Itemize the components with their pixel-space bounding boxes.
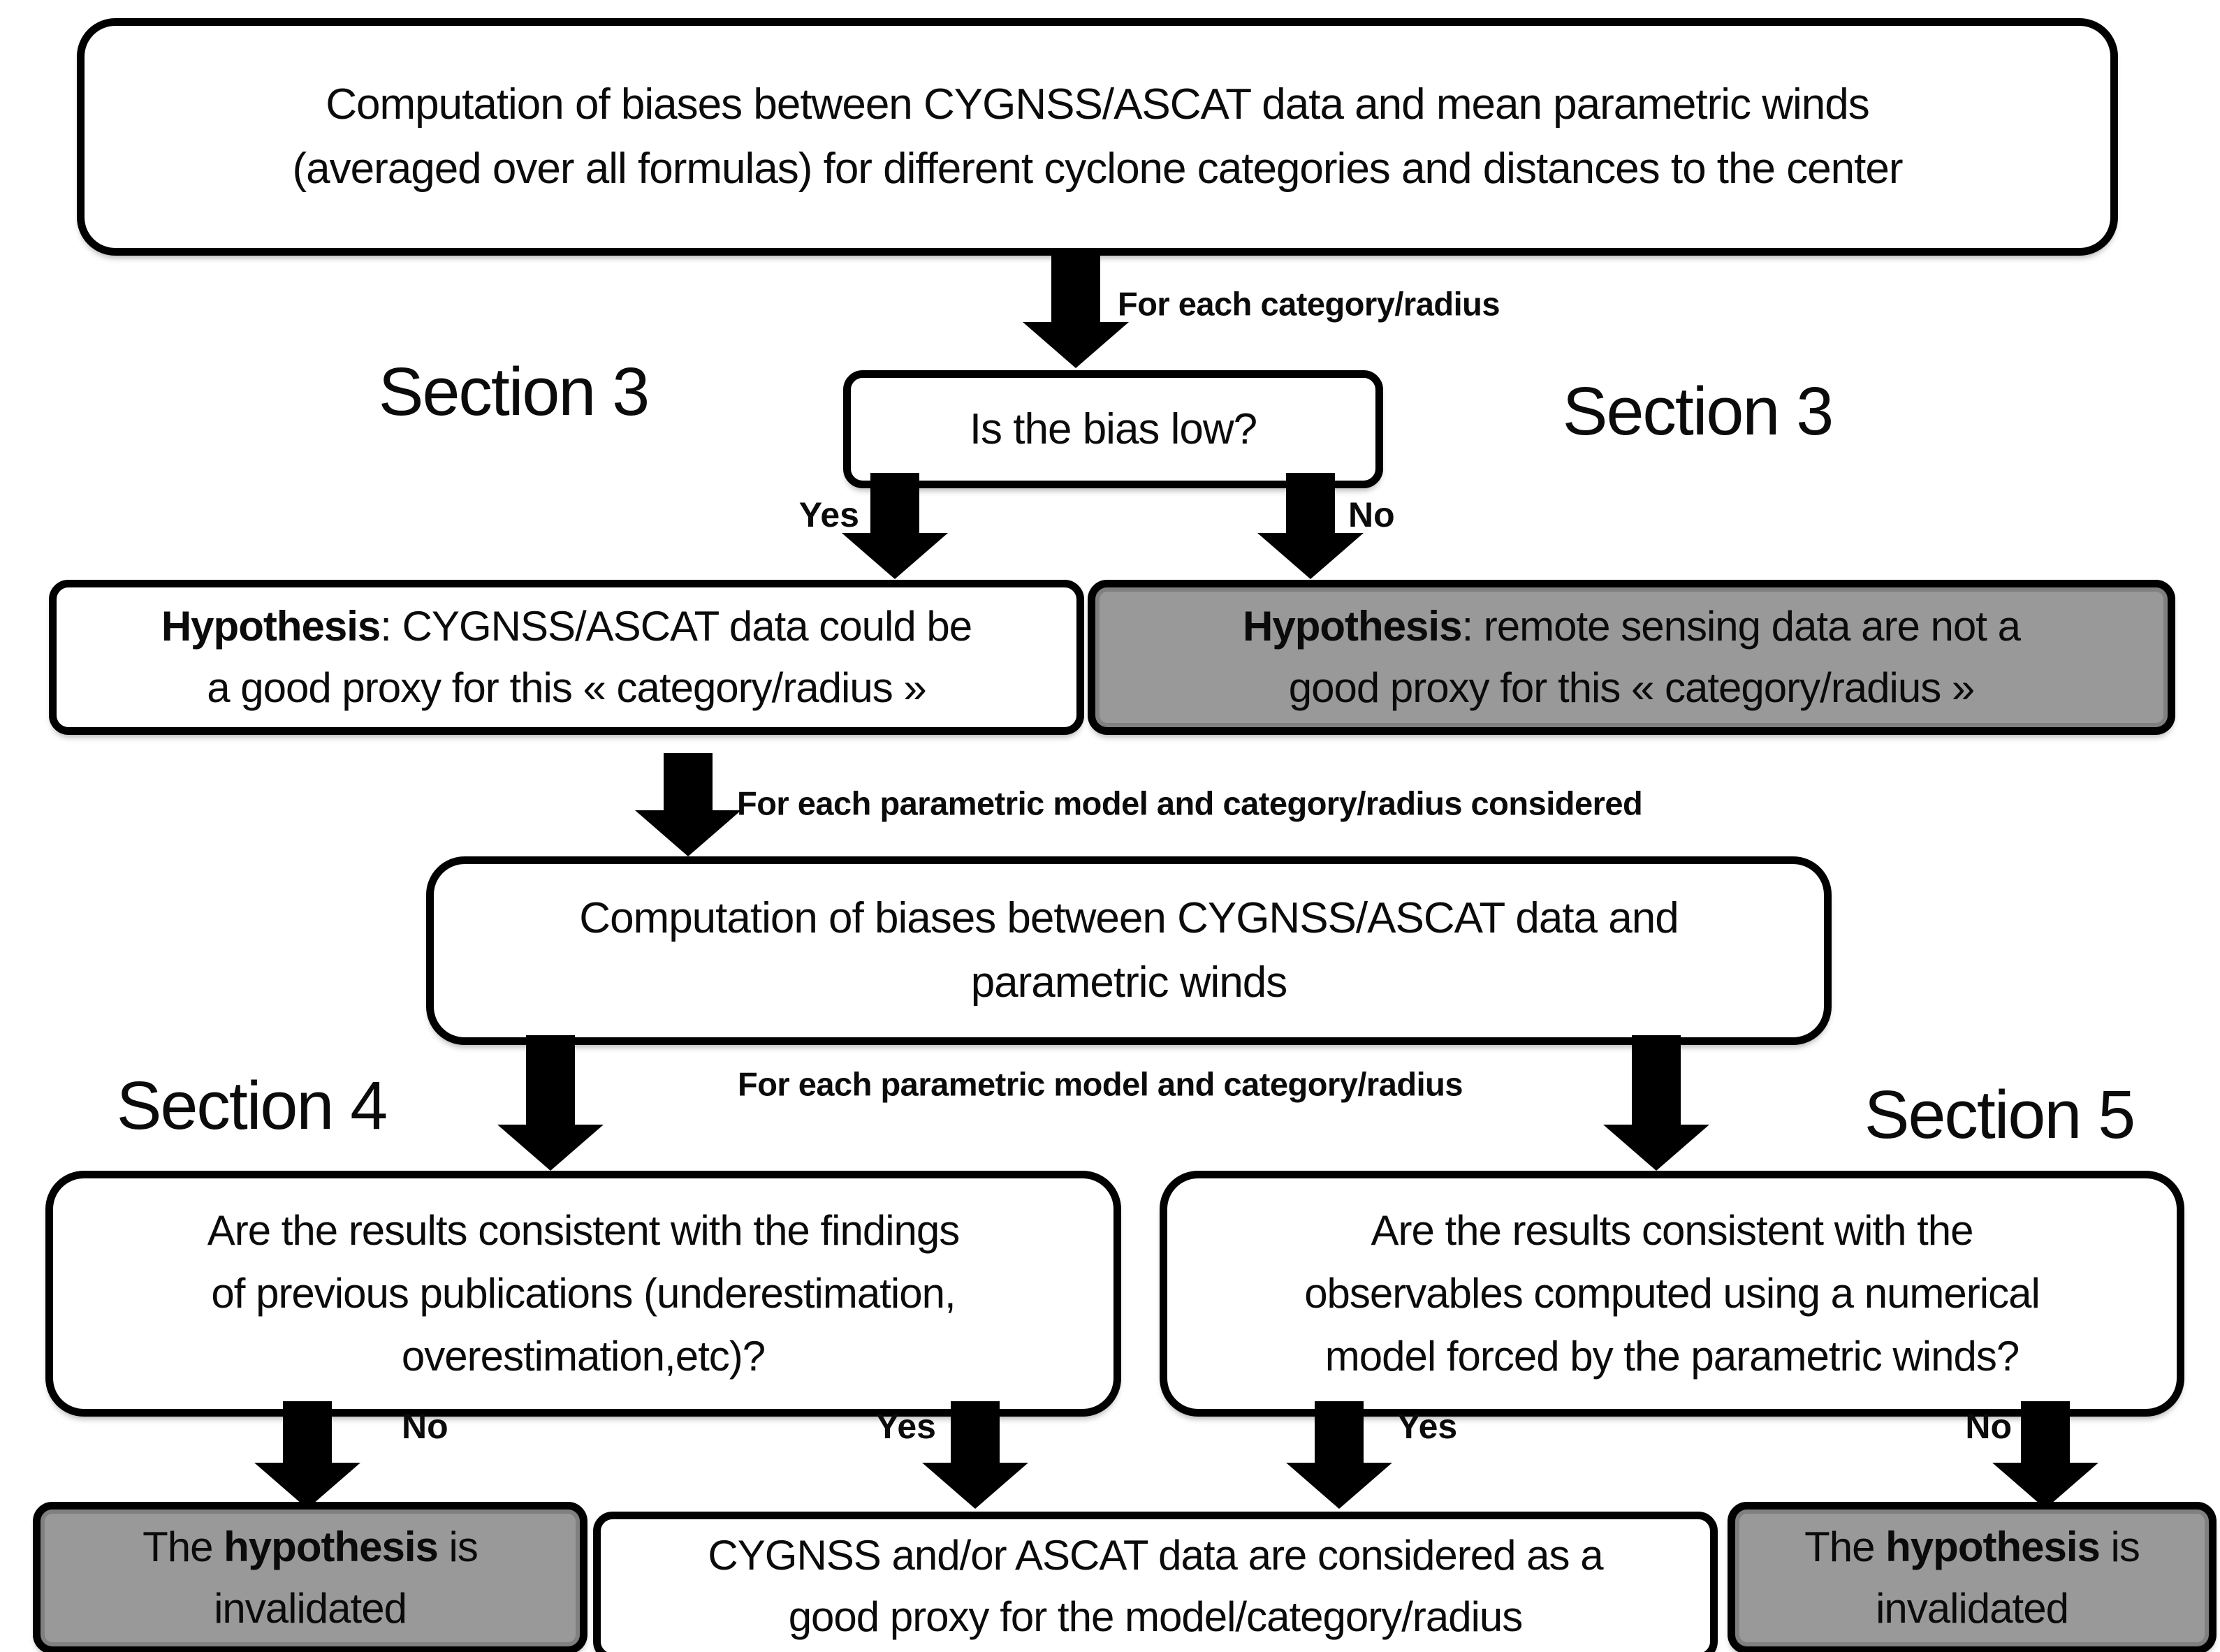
yes-branch-label: Yes xyxy=(875,1407,936,1446)
arrow-head xyxy=(922,1463,1028,1509)
down-arrow-icon xyxy=(1992,1401,2098,1509)
node-text-line: of previous publications (underestimatio… xyxy=(211,1270,956,1317)
arrow-head xyxy=(1286,1463,1392,1509)
node-bias-question: Is the bias low? xyxy=(843,370,1383,488)
yes-branch-label: Yes xyxy=(1397,1407,1458,1446)
node-text-line: overestimation,etc)? xyxy=(401,1333,766,1380)
down-arrow-icon xyxy=(254,1401,360,1509)
edge-label-for-each-model: For each parametric model and category/r… xyxy=(738,1065,1463,1103)
down-arrow-icon xyxy=(842,473,948,579)
arrow-head xyxy=(497,1125,604,1171)
node-text-rest: : CYGNSS/ASCAT data could be xyxy=(380,603,972,650)
arrow-shaft xyxy=(664,753,713,810)
down-arrow-icon xyxy=(497,1035,604,1171)
arrow-shaft xyxy=(1315,1401,1364,1463)
node-question-numerical-model: Are the results consistent with the obse… xyxy=(1160,1171,2184,1417)
node-question-publications: Are the results consistent with the find… xyxy=(45,1171,1121,1417)
node-hypothesis-invalidated-right: The hypothesis is invalidated xyxy=(1728,1502,2217,1652)
down-arrow-icon xyxy=(922,1401,1028,1509)
no-branch-label: No xyxy=(1965,1407,2012,1446)
arrow-head xyxy=(635,810,741,856)
node-text-line: Hypothesis: CYGNSS/ASCAT data could be xyxy=(57,596,1076,657)
node-text-line: The hypothesis is xyxy=(1735,1516,2209,1578)
node-text-line: Computation of biases between CYGNSS/ASC… xyxy=(326,80,1870,129)
down-arrow-icon xyxy=(1286,1401,1392,1509)
arrow-shaft xyxy=(870,473,919,533)
yes-branch-label: Yes xyxy=(798,495,859,534)
node-text-line: good proxy for this « category/radius » xyxy=(1288,664,1976,711)
arrow-shaft xyxy=(951,1401,1000,1463)
down-arrow-icon xyxy=(635,753,741,856)
node-text-line: model forced by the parametric winds? xyxy=(1324,1333,2020,1380)
node-text-line: (averaged over all formulas) for differe… xyxy=(292,145,1903,193)
arrow-shaft xyxy=(1286,473,1335,533)
no-branch-label: No xyxy=(402,1407,448,1446)
section-3-right-label: Section 3 xyxy=(1562,373,1834,449)
node-text-line: parametric winds xyxy=(970,958,1288,1007)
node-text-line: invalidated xyxy=(1876,1585,2069,1632)
arrow-head xyxy=(254,1463,360,1509)
arrow-head xyxy=(1257,533,1364,579)
node-text-post: is xyxy=(437,1523,479,1570)
down-arrow-icon xyxy=(1603,1035,1709,1171)
node-text-post: is xyxy=(2099,1523,2140,1570)
node-text-line: invalidated xyxy=(214,1585,407,1632)
node-text-pre: The xyxy=(143,1523,224,1570)
arrow-shaft xyxy=(1632,1035,1681,1125)
arrow-head xyxy=(1603,1125,1709,1171)
hypothesis-bold-text: Hypothesis xyxy=(1243,603,1462,650)
hypothesis-bold-text: hypothesis xyxy=(1885,1523,2101,1570)
edge-label-for-each-model-considered: For each parametric model and category/r… xyxy=(737,784,1643,822)
node-hypothesis-not-proxy: Hypothesis: remote sensing data are not … xyxy=(1088,580,2175,735)
node-text-line: CYGNSS and/or ASCAT data are considered … xyxy=(708,1532,1603,1579)
down-arrow-icon xyxy=(1257,473,1364,579)
edge-label-for-each-category: For each category/radius xyxy=(1118,285,1500,323)
node-text-line: a good proxy for this « category/radius … xyxy=(207,664,927,711)
hypothesis-bold-text: Hypothesis xyxy=(161,603,381,650)
no-branch-label: No xyxy=(1348,495,1395,534)
node-text-pre: The xyxy=(1804,1523,1886,1570)
node-text-line: good proxy for the model/category/radius xyxy=(788,1593,1524,1640)
node-good-proxy-accepted: CYGNSS and/or ASCAT data are considered … xyxy=(593,1512,1718,1652)
node-text-line: Is the bias low? xyxy=(969,404,1257,453)
section-3-left-label: Section 3 xyxy=(378,353,650,430)
arrow-shaft xyxy=(1051,248,1100,322)
node-text-line: Are the results consistent with the xyxy=(1371,1207,1973,1254)
node-computation-parametric: Computation of biases between CYGNSS/ASC… xyxy=(426,856,1832,1045)
node-text-line: observables computed using a numerical xyxy=(1304,1270,2040,1317)
section-5-label: Section 5 xyxy=(1864,1076,2135,1153)
arrow-head xyxy=(1023,322,1129,368)
node-text-line: Computation of biases between CYGNSS/ASC… xyxy=(579,894,1679,942)
node-text-line: Hypothesis: remote sensing data are not … xyxy=(1095,596,2168,657)
node-hypothesis-invalidated-left: The hypothesis is invalidated xyxy=(33,1502,587,1652)
down-arrow-icon xyxy=(1023,248,1129,368)
node-text-line: The hypothesis is xyxy=(41,1516,580,1578)
section-4-label: Section 4 xyxy=(116,1067,388,1143)
arrow-head xyxy=(842,533,948,579)
arrow-shaft xyxy=(526,1035,575,1125)
arrow-head xyxy=(1992,1463,2098,1509)
arrow-shaft xyxy=(283,1401,332,1463)
node-top-computation: Computation of biases between CYGNSS/ASC… xyxy=(77,18,2118,256)
arrow-shaft xyxy=(2021,1401,2070,1463)
node-text-rest: : remote sensing data are not a xyxy=(1461,603,2021,650)
node-text-line: Are the results consistent with the find… xyxy=(207,1207,961,1254)
hypothesis-bold-text: hypothesis xyxy=(224,1523,439,1570)
node-hypothesis-good-proxy: Hypothesis: CYGNSS/ASCAT data could be a… xyxy=(49,580,1084,735)
